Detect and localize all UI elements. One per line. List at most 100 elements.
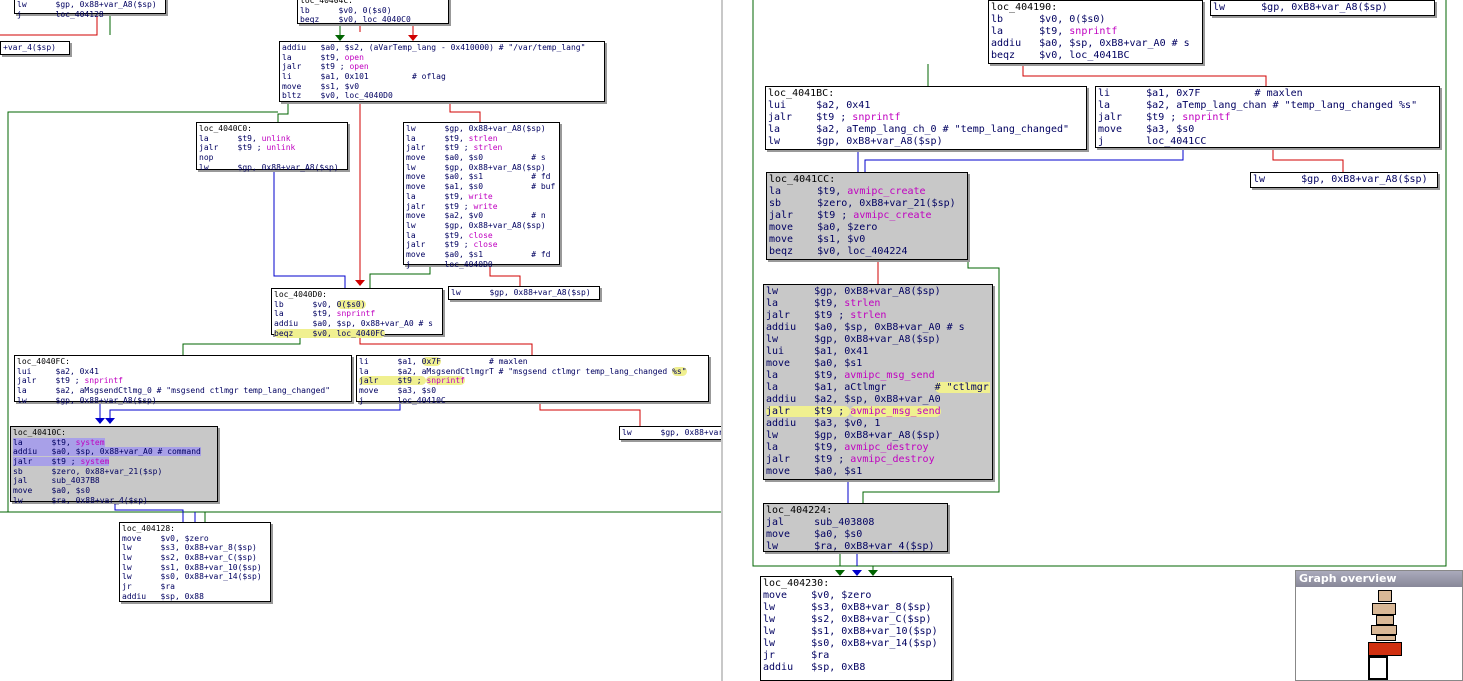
asm-line[interactable]: lw $gp, 0x88+var_A8($sp) <box>406 221 557 231</box>
asm-line[interactable]: lw $gp, 0x88+var_A8($sp) <box>17 0 163 10</box>
asm-block[interactable]: addiu $a0, $s2, (aVarTemp_lang - 0x41000… <box>279 41 605 102</box>
asm-line[interactable]: jalr $t9 ; strlen <box>766 310 990 322</box>
asm-line[interactable]: +var_4($sp) <box>3 43 67 53</box>
asm-line[interactable]: loc_404230: <box>763 578 949 590</box>
asm-line[interactable]: lw $s2, 0x88+var_C($sp) <box>122 553 268 563</box>
asm-line[interactable]: lw $s0, 0x88+var_14($sp) <box>122 572 268 582</box>
asm-line[interactable]: move $a3, $s0 <box>1098 124 1437 136</box>
asm-line[interactable]: loc_4040C0: <box>199 124 345 134</box>
asm-line[interactable]: loc_40404C: <box>300 0 446 6</box>
graph-overview-panel[interactable]: Graph overview <box>1295 570 1463 681</box>
asm-block[interactable]: loc_4040D0:lb $v0, 0($s0)la $t9, snprint… <box>271 288 443 338</box>
asm-line[interactable]: beqz $v0, loc_4040C0 <box>300 15 446 25</box>
asm-line[interactable]: jalr $t9 ; close <box>406 240 557 250</box>
asm-line[interactable]: lw $gp, 0xB8+var_A8($sp) <box>766 334 990 346</box>
asm-line[interactable]: lw $s1, 0x88+var_10($sp) <box>122 563 268 573</box>
asm-line[interactable]: j loc_4041CC <box>1098 136 1437 148</box>
asm-line[interactable]: beqz $v0, loc_404224 <box>769 246 965 258</box>
asm-line[interactable]: lb $v0, 0($s0) <box>300 6 446 16</box>
asm-line[interactable]: jalr $t9 ; avmipc_create <box>769 210 965 222</box>
asm-line[interactable]: addiu $a0, $sp, 0x88+var_A0 # s <box>274 319 440 329</box>
asm-line[interactable]: move $a0, $s1 <box>766 466 990 478</box>
asm-line[interactable]: addiu $a2, $sp, 0xB8+var_A0 <box>766 394 990 406</box>
asm-line[interactable]: jalr $t9 ; avmipc_msg_send <box>766 406 990 418</box>
asm-line[interactable]: lw $s0, 0xB8+var_14($sp) <box>763 638 949 650</box>
asm-line[interactable]: lw $gp, 0xB8+var_A8($sp) <box>1253 174 1435 186</box>
asm-line[interactable]: la $a2, aMsgsendCtlmg_0 # "msgsend ctlmg… <box>17 386 349 396</box>
asm-line[interactable]: la $t9, avmipc_destroy <box>766 442 990 454</box>
asm-line[interactable]: lw $gp, 0xB8+var_A8($sp) <box>768 136 1084 148</box>
asm-line[interactable]: addiu $a0, $sp, 0x88+var_A0 # command <box>13 447 215 457</box>
asm-line[interactable]: jalr $t9 ; snprintf <box>1098 112 1437 124</box>
asm-line[interactable]: la $t9, unlink <box>199 134 345 144</box>
asm-line[interactable]: loc_4040D0: <box>274 290 440 300</box>
asm-line[interactable]: loc_4041CC: <box>769 174 965 186</box>
asm-line[interactable]: addiu $a3, $v0, 1 <box>766 418 990 430</box>
asm-line[interactable]: loc_404224: <box>766 505 945 517</box>
asm-line[interactable]: la $a2, aTemp_lang_chan # "temp_lang_cha… <box>1098 100 1437 112</box>
asm-line[interactable]: jalr $t9 ; snprintf <box>17 376 349 386</box>
asm-line[interactable]: loc_404128: <box>122 524 268 534</box>
asm-line[interactable]: lw $gp, 0x88+var_A8($sp) <box>199 163 345 173</box>
asm-line[interactable]: sb $zero, 0x88+var_21($sp) <box>13 467 215 477</box>
asm-line[interactable]: lb $v0, 0($s0) <box>274 299 440 310</box>
asm-line[interactable]: lw $gp, 0x88+var_A8($sp) <box>622 428 721 438</box>
left-graph-view[interactable]: lw $gp, 0x88+var_A8($sp)j loc_404128 loc… <box>0 0 721 681</box>
asm-line[interactable]: la $t9, write <box>406 192 557 202</box>
asm-line[interactable]: move $s1, $v0 <box>769 234 965 246</box>
asm-line[interactable]: la $t9, snprintf <box>274 309 440 319</box>
asm-line[interactable]: jalr $t9 ; snprintf <box>359 376 706 386</box>
asm-line[interactable]: la $t9, system <box>13 437 215 448</box>
asm-line[interactable]: lw $gp, 0x88+var_A8($sp) <box>451 288 597 298</box>
asm-block[interactable]: lw $gp, 0x88+var_A8($sp) <box>619 426 721 440</box>
asm-line[interactable]: lui $a2, 0x41 <box>768 100 1084 112</box>
asm-line[interactable]: la $t9, avmipc_msg_send <box>766 370 990 382</box>
asm-line[interactable]: nop <box>199 153 345 163</box>
asm-line[interactable]: move $a0, $s0 <box>766 529 945 541</box>
asm-line[interactable]: lw $gp, 0x88+var_A8($sp) <box>406 163 557 173</box>
asm-line[interactable]: move $a0, $s1 <box>766 358 990 370</box>
asm-line[interactable]: addiu $sp, 0xB8 <box>763 662 949 674</box>
asm-line[interactable]: loc_4041BC: <box>768 88 1084 100</box>
asm-line[interactable]: jr $ra <box>763 650 949 662</box>
asm-line[interactable]: lw $gp, 0x88+var_A8($sp) <box>406 124 557 134</box>
asm-line[interactable]: move $a0, $s0 <box>13 486 215 496</box>
asm-line[interactable]: la $a2, aTemp_lang_ch_0 # "temp_lang_cha… <box>768 124 1084 136</box>
asm-line[interactable]: move $a3, $s0 <box>359 386 706 396</box>
asm-line[interactable]: move $s1, $v0 <box>282 82 602 92</box>
asm-block[interactable]: lw $gp, 0x88+var_A8($sp)j loc_404128 <box>14 0 166 19</box>
asm-line[interactable]: beqz $v0, loc_4041BC <box>991 50 1200 62</box>
asm-line[interactable]: loc_404190: <box>991 2 1200 14</box>
asm-line[interactable]: la $t9, close <box>406 231 557 241</box>
asm-line[interactable]: jalr $t9 ; snprintf <box>768 112 1084 124</box>
asm-line[interactable]: lb $v0, 0($s0) <box>991 14 1200 26</box>
asm-block[interactable]: lw $gp, 0xB8+var_A8($sp) <box>1250 172 1438 188</box>
asm-line[interactable]: j loc_4040D0 <box>406 260 557 270</box>
asm-block[interactable]: lw $gp, 0x88+var_A8($sp) <box>448 286 600 300</box>
asm-line[interactable]: loc_40410C: <box>13 428 215 438</box>
asm-line[interactable]: j loc_404128 <box>17 10 163 20</box>
asm-line[interactable]: la $t9, open <box>282 53 602 63</box>
asm-line[interactable]: move $v0, $zero <box>763 590 949 602</box>
asm-line[interactable]: lw $gp, 0xB8+var_A8($sp) <box>766 286 990 298</box>
overview-viewport[interactable] <box>1368 656 1388 680</box>
pane-divider[interactable] <box>721 0 723 681</box>
asm-line[interactable]: jal sub_403808 <box>766 517 945 529</box>
asm-line[interactable]: lui $a1, 0x41 <box>766 346 990 358</box>
asm-line[interactable]: jr $ra <box>122 582 268 592</box>
asm-line[interactable]: lw $ra, 0xB8+var_4($sp) <box>766 541 945 553</box>
asm-line[interactable]: la $t9, strlen <box>766 298 990 310</box>
asm-line[interactable]: jalr $t9 ; write <box>406 202 557 212</box>
asm-line[interactable]: la $t9, avmipc_create <box>769 186 965 198</box>
